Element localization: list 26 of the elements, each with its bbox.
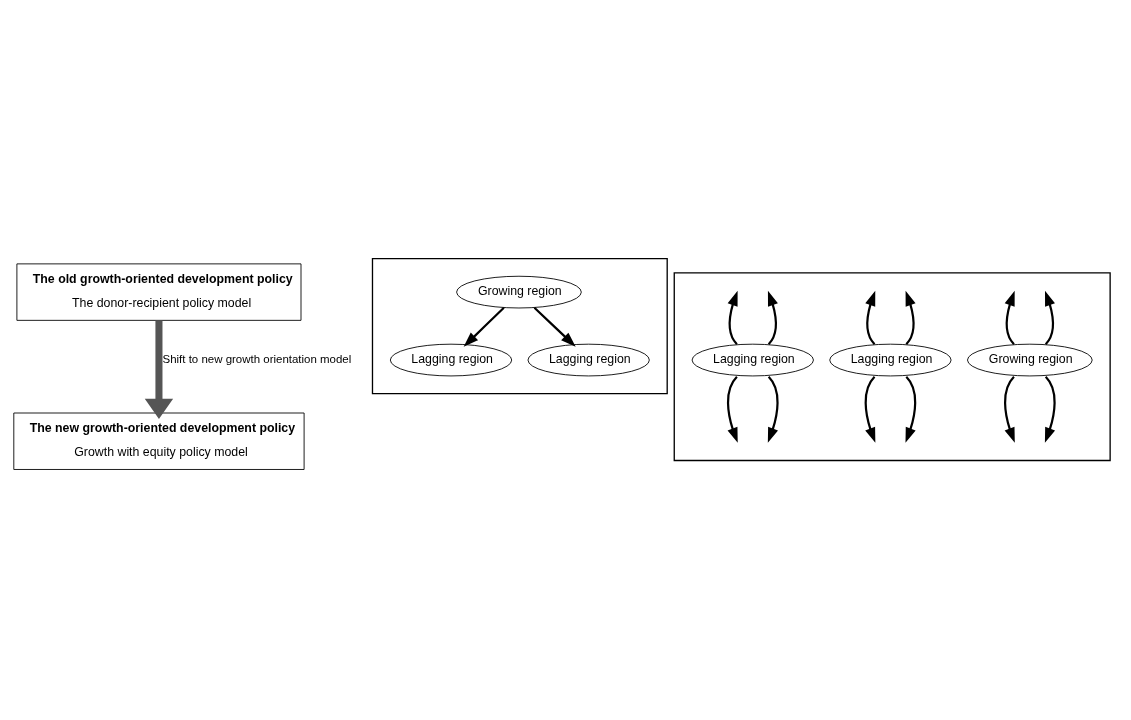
- node-ellipse: Lagging region: [527, 343, 650, 376]
- node-box: The new growth-oriented development policy Growth with equity policy model: [13, 412, 305, 470]
- cluster: [673, 271, 1111, 461]
- node-ellipse: Growing region: [456, 275, 582, 308]
- cluster: [371, 257, 668, 394]
- arrow: [767, 375, 779, 443]
- arrow: [1044, 290, 1055, 345]
- arrow: [905, 290, 916, 345]
- node-box: The old growth-oriented development policy The donor-recipient policy model: [16, 262, 302, 321]
- arrow: [727, 290, 738, 345]
- arrow: [463, 306, 505, 347]
- edge-label: Shift to new growth orientation model: [162, 352, 352, 365]
- arrow: [144, 319, 174, 419]
- node-ellipse: Growing region: [967, 343, 1093, 376]
- node-ellipse: Lagging region: [691, 343, 814, 376]
- arrow: [767, 290, 778, 345]
- arrow: [1004, 375, 1015, 443]
- arrow: [865, 290, 876, 345]
- arrow: [1004, 290, 1015, 345]
- arrow: [726, 375, 738, 443]
- arrow: [905, 375, 917, 443]
- arrow: [533, 306, 576, 347]
- arrow: [1044, 375, 1056, 443]
- node-ellipse: Lagging region: [389, 343, 513, 376]
- node-ellipse: Lagging region: [829, 343, 952, 376]
- arrow: [864, 375, 876, 443]
